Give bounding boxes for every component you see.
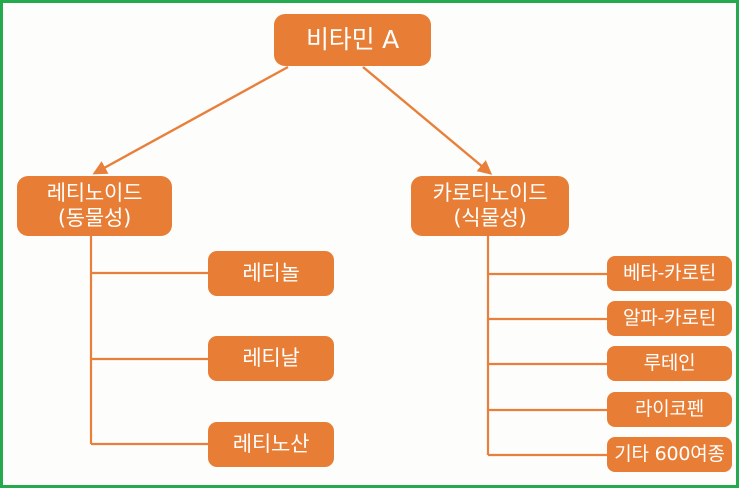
node-lycopene[interactable]: 라이코펜 [607,392,732,427]
node-vitamin-a[interactable]: 비타민 A [274,14,431,66]
node-retinol[interactable]: 레티놀 [208,251,334,296]
node-lutein[interactable]: 루테인 [607,346,732,381]
node-retinoic-acid[interactable]: 레티노산 [208,422,334,467]
node-retinoid[interactable]: 레티노이드 (동물성) [17,176,172,236]
edge-root-to-carotenoid [362,66,493,175]
node-beta-carotene[interactable]: 베타-카로틴 [607,256,732,291]
edge-root-to-retinoid [92,65,289,175]
node-others-600[interactable]: 기타 600여종 [607,437,732,472]
node-alpha-carotene[interactable]: 알파-카로틴 [607,301,732,336]
node-retinal[interactable]: 레티날 [208,336,334,381]
node-carotenoid[interactable]: 카로티노이드 (식물성) [411,176,569,236]
